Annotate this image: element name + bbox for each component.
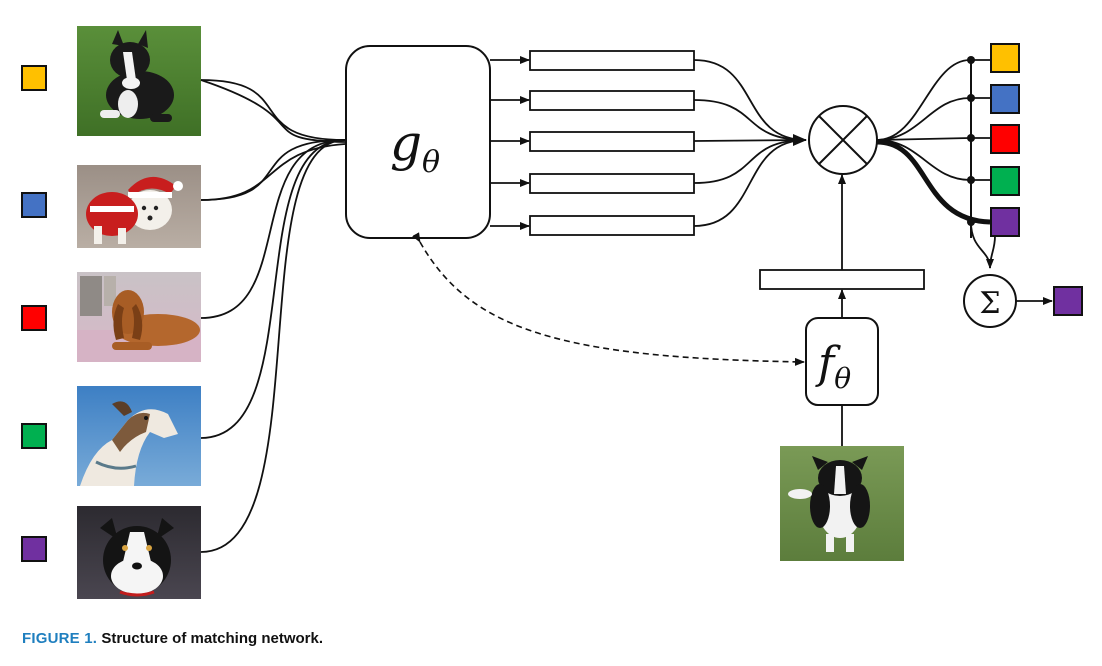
- shared-weights-link: [412, 232, 805, 366]
- embedding-vector-5: [529, 215, 695, 236]
- sum-node: Σ: [963, 274, 1017, 328]
- output-junctions: [967, 56, 975, 226]
- support-image-5: [77, 506, 201, 599]
- embedding-vector-4: [529, 173, 695, 194]
- embedding-vector-1: [529, 50, 695, 71]
- output-class-swatches: [990, 43, 1020, 237]
- output-swatch-2: [990, 84, 1020, 114]
- query-embedding: [759, 269, 925, 290]
- query-image: [780, 446, 904, 561]
- support-embeddings: [490, 50, 695, 236]
- product-node: [808, 105, 878, 175]
- figure-caption: FIGURE 1. Structure of matching network.: [22, 630, 323, 647]
- class-swatch-1: [21, 65, 47, 91]
- predicted-class-swatch: [1053, 286, 1083, 316]
- embeddings-to-product-connections: [693, 59, 807, 227]
- embedding-vector-2: [529, 90, 695, 111]
- class-swatch-3: [21, 305, 47, 331]
- figure-caption-text: Structure of matching network.: [101, 630, 324, 647]
- attention-outputs: [876, 59, 996, 269]
- f-theta-label: fθ: [815, 338, 851, 395]
- class-swatch-5: [21, 536, 47, 562]
- class-swatches: [21, 65, 47, 562]
- output-swatch-3: [990, 124, 1020, 154]
- sum-symbol: Σ: [979, 286, 1000, 321]
- embedding-vector-3: [529, 131, 695, 152]
- output-swatch-1: [990, 43, 1020, 73]
- f-theta-encoder: fθ: [805, 317, 879, 406]
- g-theta-encoder: gθ: [345, 45, 491, 239]
- output-swatch-4: [990, 166, 1020, 196]
- support-image-1: [77, 26, 201, 136]
- support-image-2: [77, 165, 201, 248]
- support-image-3: [77, 272, 201, 362]
- output-swatch-5: [990, 207, 1020, 237]
- figure-label: FIGURE 1.: [22, 630, 98, 647]
- class-swatch-2: [21, 192, 47, 218]
- g-theta-label: gθ: [390, 114, 440, 180]
- class-swatch-4: [21, 423, 47, 449]
- support-to-encoder-connections: [200, 79, 346, 553]
- support-image-4: [77, 386, 201, 486]
